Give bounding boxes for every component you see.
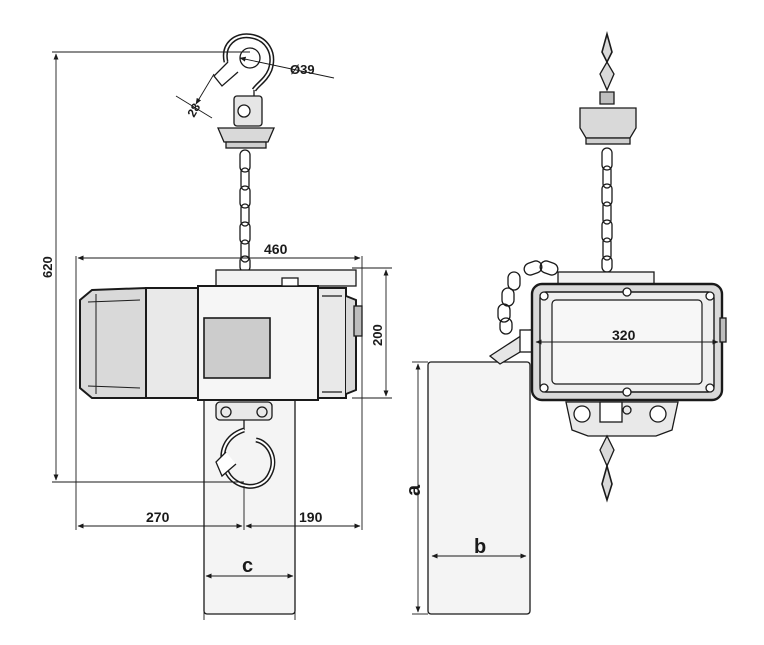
bottom-hook [215, 401, 276, 489]
side-view [427, 31, 727, 615]
bottom-block-side [565, 401, 679, 503]
loose-chain [497, 260, 559, 335]
chain-side [601, 147, 613, 273]
dim-hook-diameter: Ø39 [290, 62, 315, 77]
dim-bag-depth-b: b [474, 536, 486, 558]
top-hook [213, 33, 275, 149]
body-window [203, 317, 271, 379]
dim-bag-width-c: c [242, 555, 253, 577]
dim-hook-opening: 28 [184, 101, 203, 120]
hoist-body-front [79, 277, 363, 401]
chain-front [239, 149, 251, 273]
front-view [79, 33, 363, 615]
dim-side-width-320: 320 [612, 327, 636, 343]
top-hook-side [579, 31, 637, 145]
dim-height-620: 620 [40, 256, 55, 278]
chain-bag-side [427, 361, 531, 615]
dim-right-190: 190 [299, 509, 323, 525]
dim-bag-height-a: a [403, 484, 425, 496]
front-dimensions [52, 51, 392, 620]
chain-bag-front [203, 391, 296, 615]
dim-left-270: 270 [146, 509, 170, 525]
side-dimensions [412, 339, 719, 615]
dim-width-460: 460 [264, 241, 288, 257]
dim-body-height-200: 200 [370, 324, 385, 346]
